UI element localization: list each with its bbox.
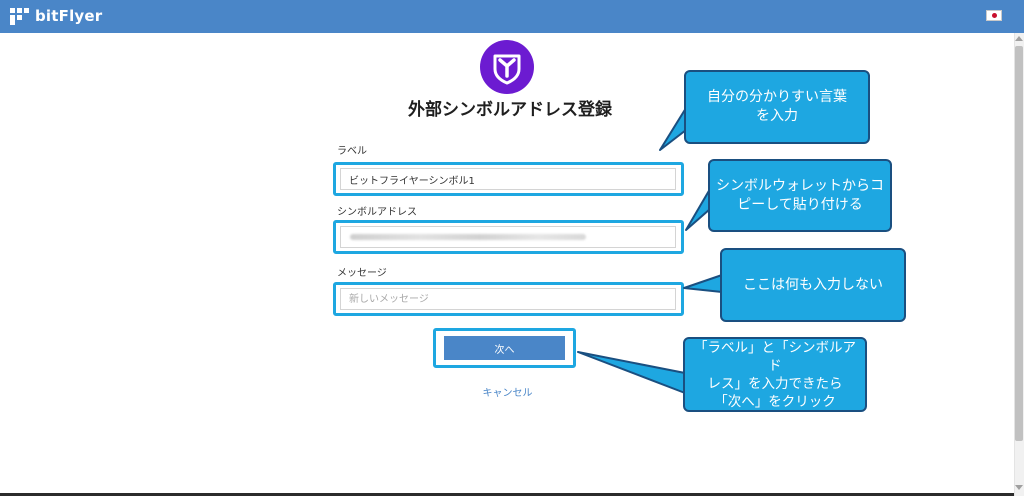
scrollbar-thumb[interactable]: [1015, 46, 1023, 441]
label-field-label: ラベル: [337, 146, 367, 157]
scroll-up-arrow-icon[interactable]: [1015, 36, 1023, 41]
symbol-logo-icon: [480, 40, 534, 94]
message-field-label: メッセージ: [337, 268, 387, 279]
callout-label-hint: 自分の分かりすい言葉 を入力: [684, 70, 870, 144]
page-title: 外部シンボルアドレス登録: [408, 100, 612, 120]
callout-text: シンボルウォレットからコ: [716, 177, 884, 194]
japan-flag-icon[interactable]: [986, 10, 1002, 21]
callout-text: レス」を入力できたら: [707, 375, 843, 392]
callout-text: 自分の分かりすい言葉: [707, 89, 847, 105]
callout-text: ピーして貼り付ける: [737, 196, 863, 213]
next-button[interactable]: 次へ: [444, 336, 565, 360]
message-input[interactable]: [340, 288, 676, 310]
label-input[interactable]: [340, 168, 676, 190]
top-bar: bitFlyer: [0, 0, 1024, 33]
address-field-label: シンボルアドレス: [337, 207, 417, 218]
cancel-link[interactable]: キャンセル: [482, 388, 533, 399]
bitflyer-logo[interactable]: bitFlyer: [10, 7, 102, 25]
callout-address-hint: シンボルウォレットからコ ピーして貼り付ける: [708, 159, 892, 232]
callout-text: 「次へ」をクリック: [714, 393, 836, 410]
callout-text: ここは何も入力しない: [743, 276, 883, 293]
callout-text: 「ラベル」と「シンボルアド: [694, 339, 856, 374]
callout-next-hint: 「ラベル」と「シンボルアド レス」を入力できたら 「次へ」をクリック: [683, 337, 867, 412]
address-field-highlight: [333, 220, 684, 254]
message-field-highlight: [333, 282, 684, 316]
blurred-address: [350, 234, 586, 240]
callout-message-hint: ここは何も入力しない: [720, 248, 906, 322]
brand-name: bitFlyer: [35, 7, 103, 25]
scroll-down-arrow-icon[interactable]: [1015, 485, 1023, 490]
label-field-highlight: [333, 162, 684, 196]
callout-text: を入力: [756, 108, 798, 124]
bottom-border: [0, 493, 1014, 496]
bitflyer-logo-icon: [10, 7, 30, 25]
next-button-highlight: 次へ: [433, 328, 576, 368]
